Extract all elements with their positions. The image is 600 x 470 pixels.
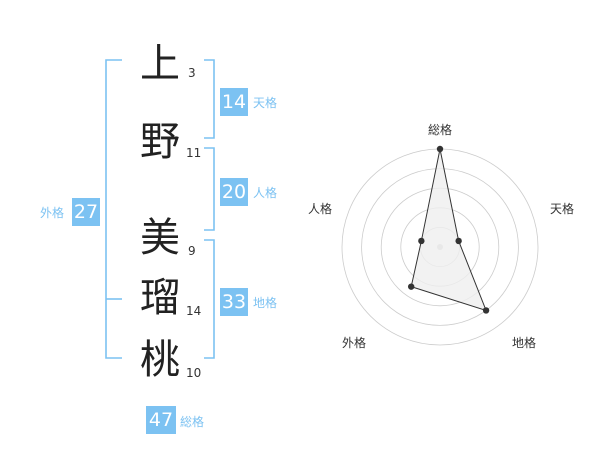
name-char-5: 桃 — [140, 337, 180, 383]
radar-points — [407, 145, 490, 314]
gaikaku-label: 外格 — [40, 206, 65, 220]
gaikaku-value: 27 — [72, 198, 100, 226]
stroke-count-5: 10 — [186, 366, 202, 380]
jinkaku-label: 人格 — [253, 186, 278, 200]
radar-point-3 — [482, 307, 490, 314]
radar-data-area — [410, 148, 487, 312]
radar-axis-label-tenkaku: 天格 — [550, 202, 575, 216]
soukaku-value: 47 — [146, 406, 176, 434]
tenkaku-label: 天格 — [253, 96, 278, 110]
radar-point-4 — [407, 283, 415, 290]
chikaku-value: 33 — [220, 288, 248, 316]
name-char-2: 野 — [140, 119, 180, 165]
jinkaku-value: 20 — [220, 178, 248, 206]
radar-point-1 — [436, 145, 444, 153]
name-char-1: 上 — [140, 41, 180, 87]
stroke-count-4: 14 — [186, 304, 202, 318]
name-char-3: 美 — [140, 215, 180, 261]
radar-point-5 — [418, 237, 425, 245]
stroke-count-2: 11 — [186, 146, 202, 160]
radar-axis-label-chikaku: 地格 — [512, 336, 537, 350]
soukaku-label: 総格 — [180, 415, 205, 429]
radar-axis-label-jinkaku: 人格 — [308, 202, 333, 216]
radar-point-2 — [455, 237, 462, 245]
radar-axis-label-gaikaku: 外格 — [342, 336, 367, 350]
stroke-count-1: 3 — [188, 66, 196, 80]
tenkaku-value: 14 — [220, 88, 248, 116]
name-char-4: 瑠 — [140, 275, 180, 321]
chikaku-label: 地格 — [253, 296, 278, 310]
stroke-count-3: 9 — [188, 244, 196, 258]
radar-axis-label-soukaku: 総格 — [428, 123, 453, 137]
